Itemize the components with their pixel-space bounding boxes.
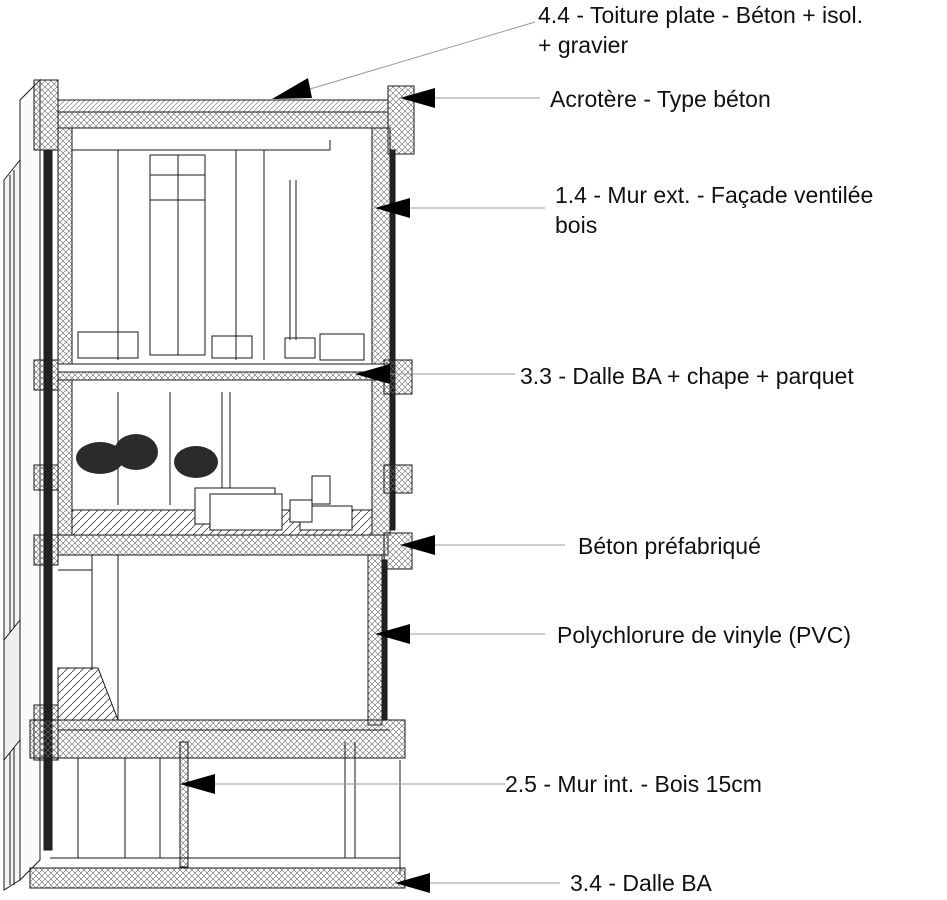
upper-floor-interior	[72, 140, 365, 361]
living-floor-interior	[71, 392, 413, 536]
arrow-icon	[355, 364, 390, 384]
arrow-icon	[400, 535, 435, 555]
label-precast-concrete: Béton préfabriqué	[578, 533, 761, 559]
label-exterior-wall-line2: bois	[555, 212, 598, 238]
label-roof: 4.4 - Toiture plate - Béton + isol. + gr…	[538, 0, 863, 60]
arrow-icon	[395, 873, 430, 893]
label-roof-line2: + gravier	[538, 32, 629, 58]
label-roof-line1: 4.4 - Toiture plate - Béton + isol.	[538, 2, 863, 28]
plant-icon	[76, 434, 218, 478]
arrow-icon	[375, 624, 410, 644]
label-parapet: Acrotère - Type béton	[550, 86, 771, 112]
arrow-icons	[180, 78, 435, 893]
arrow-icon	[400, 88, 435, 108]
ground-floor-space	[50, 741, 401, 875]
label-slab-3-3: 3.3 - Dalle BA + chape + parquet	[520, 363, 854, 389]
floor-slab-3-3	[57, 359, 413, 395]
left-side-facade	[3, 78, 59, 891]
roof-slab	[57, 99, 389, 129]
precast-concrete-slab	[57, 532, 413, 570]
arrow-icon	[375, 198, 410, 218]
label-interior-wall: 2.5 - Mur int. - Bois 15cm	[505, 771, 762, 797]
exterior-wall-ventilated	[57, 127, 396, 536]
label-pvc: Polychlorure de vinyle (PVC)	[557, 622, 852, 648]
label-exterior-wall: 1.4 - Mur ext. - Façade ventilée bois	[555, 180, 873, 240]
base-slab-3-4	[29, 867, 406, 889]
pvc-floor-space	[57, 554, 388, 726]
arrow-icon	[180, 774, 215, 794]
label-exterior-wall-line1: 1.4 - Mur ext. - Façade ventilée	[555, 182, 874, 208]
arrow-icon	[272, 78, 312, 99]
label-slab-3-4: 3.4 - Dalle BA	[570, 870, 712, 896]
leaders	[215, 21, 565, 884]
floor-slab-lower	[29, 719, 406, 759]
